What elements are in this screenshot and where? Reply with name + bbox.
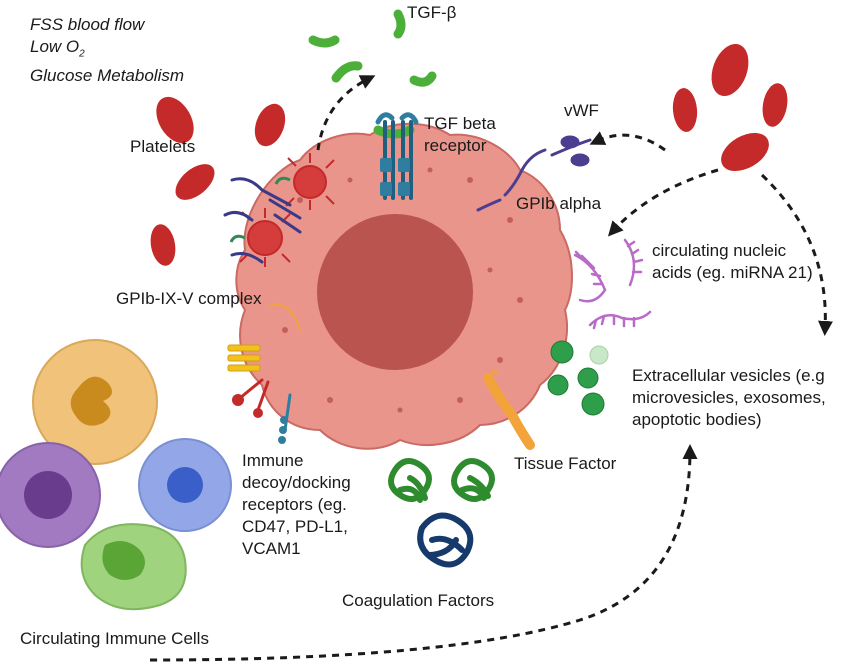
cytoplasm-granules bbox=[282, 167, 523, 413]
condition-oxygen: Low O2 bbox=[30, 37, 85, 60]
extracellular-vesicles-label: Extracellular vesicles (e.g microvesicle… bbox=[632, 366, 826, 429]
nucleic-acids-label: circulating nucleic acids (eg. miRNA 21) bbox=[652, 241, 813, 282]
tgf-receptor-label: TGF beta receptor bbox=[424, 114, 496, 155]
conditions-block: FSS blood flow Low O2 Glucose Metabolism bbox=[30, 14, 184, 87]
vesicle bbox=[581, 392, 605, 416]
vwf-molecule bbox=[476, 135, 592, 212]
circulating-immune-cells bbox=[0, 339, 232, 611]
tgf-beta-label: TGF-β bbox=[407, 3, 457, 22]
tgf-beta bbox=[393, 9, 406, 39]
condition-flow: FSS blood flow bbox=[30, 15, 145, 34]
gpib-complex-label: GPIb-IX-V complex bbox=[116, 289, 262, 308]
flow-arrows bbox=[149, 75, 833, 662]
gpib-alpha-label: GPIb alpha bbox=[516, 194, 602, 213]
coagulation-factors bbox=[388, 458, 495, 568]
coagulation-factors-label: Coagulation Factors bbox=[342, 591, 495, 610]
vwf-label: vWF bbox=[564, 101, 599, 120]
tgf-beta bbox=[308, 35, 340, 48]
vesicle bbox=[550, 340, 574, 364]
rbc bbox=[711, 43, 749, 97]
vesicle bbox=[589, 345, 609, 365]
circulating-nucleic-acids bbox=[573, 238, 652, 330]
rbc bbox=[762, 83, 788, 127]
tgf-beta bbox=[409, 71, 437, 87]
vesicle bbox=[547, 374, 569, 396]
platelets-label: Platelets bbox=[130, 137, 196, 156]
rbc bbox=[175, 164, 215, 200]
tissue-factor-label: Tissue Factor bbox=[514, 454, 617, 473]
tissue-factor bbox=[483, 370, 535, 450]
tgf-receptor bbox=[375, 112, 419, 200]
nucleus bbox=[317, 214, 473, 370]
red-blood-cells bbox=[150, 43, 788, 266]
condition-glucose: Glucose Metabolism bbox=[30, 66, 185, 86]
rbc bbox=[672, 88, 698, 132]
rbc bbox=[721, 133, 769, 171]
tgf-beta-molecules bbox=[308, 9, 437, 139]
rbc bbox=[150, 224, 176, 266]
tgf-beta bbox=[331, 61, 363, 83]
rbc bbox=[254, 103, 286, 147]
vesicle bbox=[577, 367, 599, 389]
immune-receptors-label: Immune decoy/docking receptors (eg. CD47… bbox=[242, 451, 351, 558]
immune-cells-label: Circulating Immune Cells bbox=[20, 629, 209, 648]
rbc bbox=[156, 96, 194, 144]
extracellular-vesicles bbox=[547, 340, 609, 416]
activated-platelets bbox=[223, 153, 335, 267]
immune-decoy-receptors bbox=[227, 303, 301, 444]
